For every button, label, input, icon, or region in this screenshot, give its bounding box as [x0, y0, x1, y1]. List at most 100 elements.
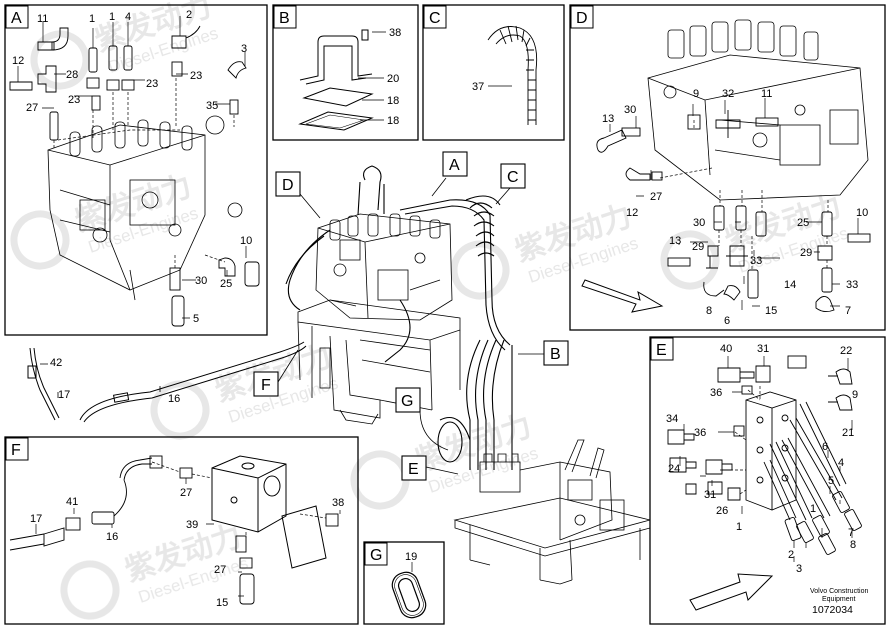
callout-f-box[interactable]: [253, 371, 279, 397]
callout-30: 30: [195, 275, 207, 287]
callout-d-box[interactable]: [275, 171, 301, 197]
callout-33: 33: [750, 255, 762, 267]
callout-25: 25: [797, 217, 809, 229]
callout-40: 40: [720, 343, 732, 355]
callout-10: 10: [240, 235, 252, 247]
callout-24: 24: [668, 463, 680, 475]
callout-29: 29: [692, 241, 704, 253]
callout-20: 20: [387, 73, 399, 85]
callout-4: 4: [838, 457, 844, 469]
callout-letter-c: C: [507, 169, 519, 186]
panel-e-letter-box: [650, 337, 674, 361]
callout-12: 12: [626, 207, 638, 219]
assembly-arrow: [581, 279, 664, 313]
callout-36: 36: [710, 387, 722, 399]
callout-15: 15: [765, 305, 777, 317]
callout-10: 10: [856, 207, 868, 219]
callout-b-box[interactable]: [543, 340, 569, 366]
callout-16: 16: [106, 531, 118, 543]
gasket-plate: [281, 505, 327, 569]
callout-31: 31: [704, 489, 716, 501]
callout-letter-b: B: [550, 346, 561, 363]
callout-3: 3: [796, 563, 802, 575]
callout-e-box[interactable]: [401, 455, 427, 481]
callout-letter-e: E: [408, 461, 419, 478]
panel-d-letter: D: [576, 10, 588, 27]
watermark-logo-icon: [150, 380, 210, 440]
callout-13: 13: [669, 235, 681, 247]
callout-c-box[interactable]: [500, 163, 526, 189]
fitting-group: [596, 110, 871, 313]
callout-22: 22: [840, 345, 852, 357]
callout-1: 1: [109, 11, 115, 23]
panel-g: G 19: [363, 541, 445, 625]
grommet-ring: [391, 571, 427, 619]
callout-12: 12: [12, 55, 24, 67]
dashed-guides: [720, 386, 761, 495]
callout-38: 38: [332, 497, 344, 509]
callout-36: 36: [694, 427, 706, 439]
callout-5: 5: [193, 313, 199, 325]
callout-26: 26: [716, 505, 728, 517]
callout-14: 14: [784, 279, 796, 291]
callout-9: 9: [852, 389, 858, 401]
panel-a: A 11 1 1 4 2 3 12 28 23 23 23 27 35 10 2…: [4, 4, 268, 336]
callout-41: 41: [66, 496, 78, 508]
watermark-logo-icon: [450, 240, 510, 300]
callout-28: 28: [66, 69, 78, 81]
fitting-group: [667, 355, 862, 555]
callout-letter-d: D: [282, 177, 294, 194]
callout-letter-a: A: [449, 157, 460, 174]
dashed-guides: [151, 461, 327, 538]
pilot-valve-bracket: [453, 439, 651, 585]
callout-35: 35: [206, 100, 218, 112]
callout-g-box[interactable]: [395, 387, 421, 413]
panel-f: F 27 41 17 16 39 38 27 15: [4, 436, 359, 625]
callout-2: 2: [186, 9, 192, 21]
callout-23: 23: [146, 78, 158, 90]
junction-block: [211, 455, 287, 533]
callout-boxes: [253, 151, 569, 481]
panel-e-frame: [649, 336, 886, 625]
callout-27: 27: [650, 191, 662, 203]
panel-d-letter-box: [570, 5, 594, 29]
bracket-part: [299, 29, 373, 85]
callout-3: 3: [241, 43, 247, 55]
hose-lines: [763, 401, 847, 521]
fitting-group: [9, 25, 260, 327]
callout-32: 32: [722, 88, 734, 100]
panel-c: C 37: [422, 4, 565, 141]
panel-b-letter-box: [273, 5, 297, 29]
callout-11: 11: [761, 88, 772, 100]
callout-9: 9: [693, 88, 699, 100]
spiral-hose-guard: [487, 25, 538, 125]
callout-37: 37: [472, 81, 484, 93]
manifold-block: [745, 391, 797, 511]
callout-8: 8: [706, 305, 712, 317]
panel-f-letter-box: [5, 437, 29, 461]
panel-c-letter-box: [423, 5, 447, 29]
callout-34: 34: [666, 413, 678, 425]
callout-13: 13: [602, 113, 614, 125]
panel-c-frame: [422, 4, 565, 141]
footer-drawing-number: 1072034: [812, 604, 853, 616]
panel-f-frame: [4, 436, 359, 625]
callout-1: 1: [89, 13, 95, 25]
panel-b: B 38 20 18 18: [272, 4, 419, 141]
watermark-logo-icon: [60, 560, 120, 620]
callout-23: 23: [68, 94, 80, 106]
callout-15: 15: [216, 597, 228, 609]
callout-6: 6: [724, 315, 730, 327]
callout-27: 27: [214, 564, 226, 576]
callout-1: 1: [810, 503, 816, 515]
callout-17: 17: [58, 389, 70, 401]
dashed-guides: [659, 118, 829, 270]
callout-2: 2: [788, 549, 794, 561]
callout-16: 16: [168, 393, 180, 405]
callout-11: 11: [37, 13, 48, 25]
panel-g-frame: [363, 541, 445, 625]
callout-a-box[interactable]: [442, 151, 468, 177]
control-valve-block: [647, 19, 869, 201]
panel-d: D 13 30 9 32 11 12 27 25 10 30 13 29 29 …: [569, 4, 886, 331]
